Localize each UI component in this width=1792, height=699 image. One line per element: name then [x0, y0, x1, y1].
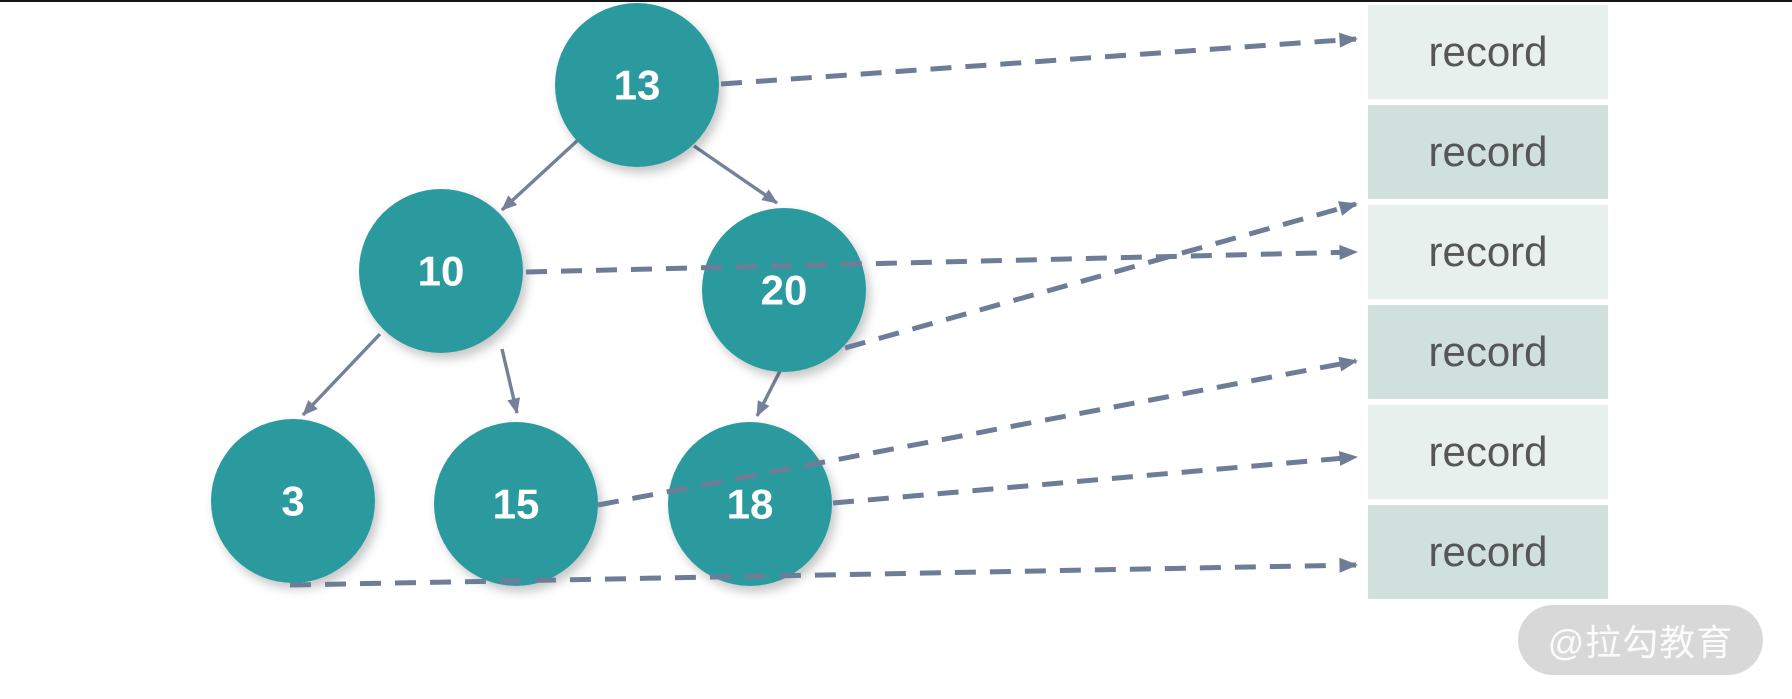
pointer-node18-record5	[832, 450, 1358, 506]
record-label: record	[1428, 428, 1548, 475]
record-pointers-group	[289, 32, 1358, 588]
tree-node-label-20: 20	[761, 267, 808, 314]
record-label: record	[1428, 328, 1548, 375]
tree-node-18	[668, 422, 832, 586]
top-border-line	[0, 0, 1792, 2]
tree-edge-10-15	[500, 348, 521, 414]
record-box-5: record	[1368, 405, 1608, 499]
record-label: record	[1428, 128, 1548, 175]
tree-edge-13-20	[693, 144, 778, 205]
record-box-3: record	[1368, 205, 1608, 299]
tree-node-13	[555, 3, 719, 167]
pointer-node20-record2	[844, 201, 1358, 351]
record-label: record	[1428, 228, 1548, 275]
tree-node-20	[702, 208, 866, 372]
tree-node-3	[211, 419, 375, 583]
watermark-text: @拉勾教育	[1547, 622, 1734, 663]
record-box-6: record	[1368, 505, 1608, 599]
record-box-4: record	[1368, 305, 1608, 399]
tree-node-15	[434, 422, 598, 586]
tree-edge-13-10	[500, 138, 580, 212]
record-label: record	[1428, 28, 1548, 75]
record-box-2: record	[1368, 105, 1608, 199]
record-label: record	[1428, 528, 1548, 575]
tree-nodes-group: 13 10 20 3 15 18	[211, 3, 866, 586]
tree-edges-group	[301, 138, 782, 417]
pointer-node15-record4	[597, 356, 1358, 508]
tree-node-label-18: 18	[727, 481, 774, 528]
tree-node-label-13: 13	[614, 62, 661, 109]
tree-edge-10-3	[301, 332, 382, 417]
pointer-node13-record1	[720, 32, 1358, 87]
tree-node-label-10: 10	[418, 248, 465, 295]
tree-node-10	[359, 189, 523, 353]
tree-node-label-3: 3	[281, 478, 304, 525]
tree-edge-20-18	[755, 370, 782, 417]
tree-node-label-15: 15	[493, 481, 540, 528]
record-box-1: record	[1368, 5, 1608, 99]
watermark-badge: @拉勾教育	[1518, 605, 1763, 675]
pointer-node3-record6	[289, 557, 1358, 588]
